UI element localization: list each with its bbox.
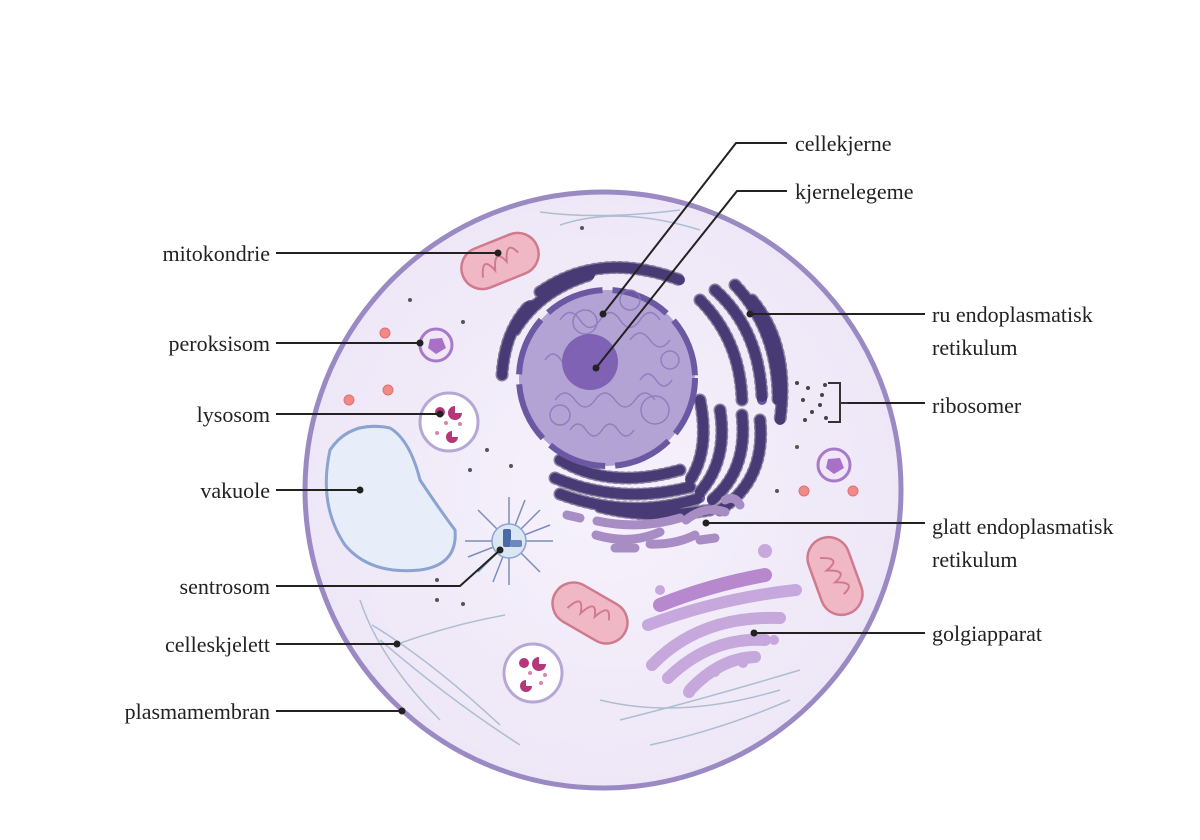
leader-dots [356,249,758,715]
label-ru-er-line2: retikulum [932,335,1018,360]
free-particles [408,226,799,606]
rough-endoplasmic-reticulum [495,261,789,521]
label-celleskjelett: celleskjelett [164,632,270,657]
vacuole [324,424,457,573]
label-glatt-er-line2: retikulum [932,547,1018,572]
label-vakuole: vakuole [200,478,270,503]
nucleolus [562,334,618,390]
ribosomes [795,381,828,422]
nucleus [516,287,698,469]
label-cellekjerne: cellekjerne [795,131,892,156]
golgi-apparatus [642,544,802,698]
ribosome-bracket [828,382,848,423]
vesicles [343,327,859,497]
leader-cellekjerne [602,142,787,315]
smooth-endoplasmic-reticulum [562,493,745,553]
leader-kjernelegeme [595,190,787,369]
mitochondrion-3 [806,535,864,617]
lysosome-2 [502,642,564,704]
label-lysosom: lysosom [196,402,270,427]
leader-lines [276,142,925,712]
label-golgiapparat: golgiapparat [932,621,1042,646]
label-sentrosom: sentrosom [179,574,270,599]
label-ru-er-line1: ru endoplasmatisk [932,302,1093,327]
leader-sentrosom [276,549,501,587]
mitochondrion-1 [460,231,540,291]
peroxisome-1 [418,327,454,363]
label-mitokondrie: mitokondrie [162,241,270,266]
peroxisome-2 [816,447,852,483]
label-glatt-er-line1: glatt endoplasmatisk [932,514,1114,539]
cytoskeleton-fibers [359,209,801,746]
label-plasmamembran: plasmamembran [124,699,270,724]
label-peroksisom: peroksisom [168,331,270,356]
label-ribosomer: ribosomer [932,393,1022,418]
label-kjernelegeme: kjernelegeme [795,179,914,204]
centrosome [465,497,553,585]
mitochondrion-2 [551,581,629,645]
lysosome-1 [418,391,480,453]
